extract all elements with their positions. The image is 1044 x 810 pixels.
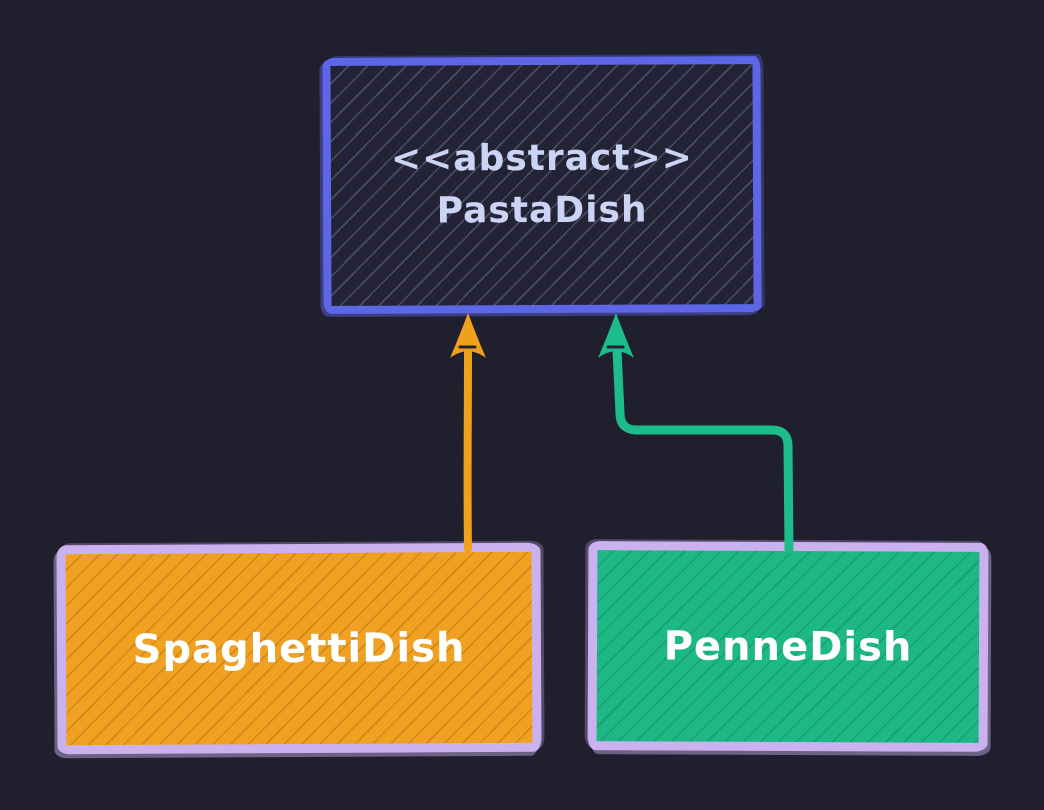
class-node-pennedish[interactable]: PenneDish (587, 541, 989, 752)
arrowhead-icon (598, 313, 634, 358)
inheritance-edge-spaghetti-to-pasta[interactable] (450, 313, 486, 553)
arrowhead-icon (450, 313, 486, 358)
class-node-pastadish[interactable]: <<abstract>> PastaDish (322, 56, 762, 314)
class-name-label: PenneDish (663, 622, 913, 671)
inheritance-edge-penne-to-pasta[interactable] (598, 313, 794, 554)
stereotype-label: <<abstract>> (390, 137, 693, 180)
class-name-label: SpaghettiDish (132, 624, 466, 673)
edge-line (612, 345, 794, 554)
class-name-label: PastaDish (436, 189, 648, 232)
class-node-spaghettidish[interactable]: SpaghettiDish (56, 542, 542, 755)
